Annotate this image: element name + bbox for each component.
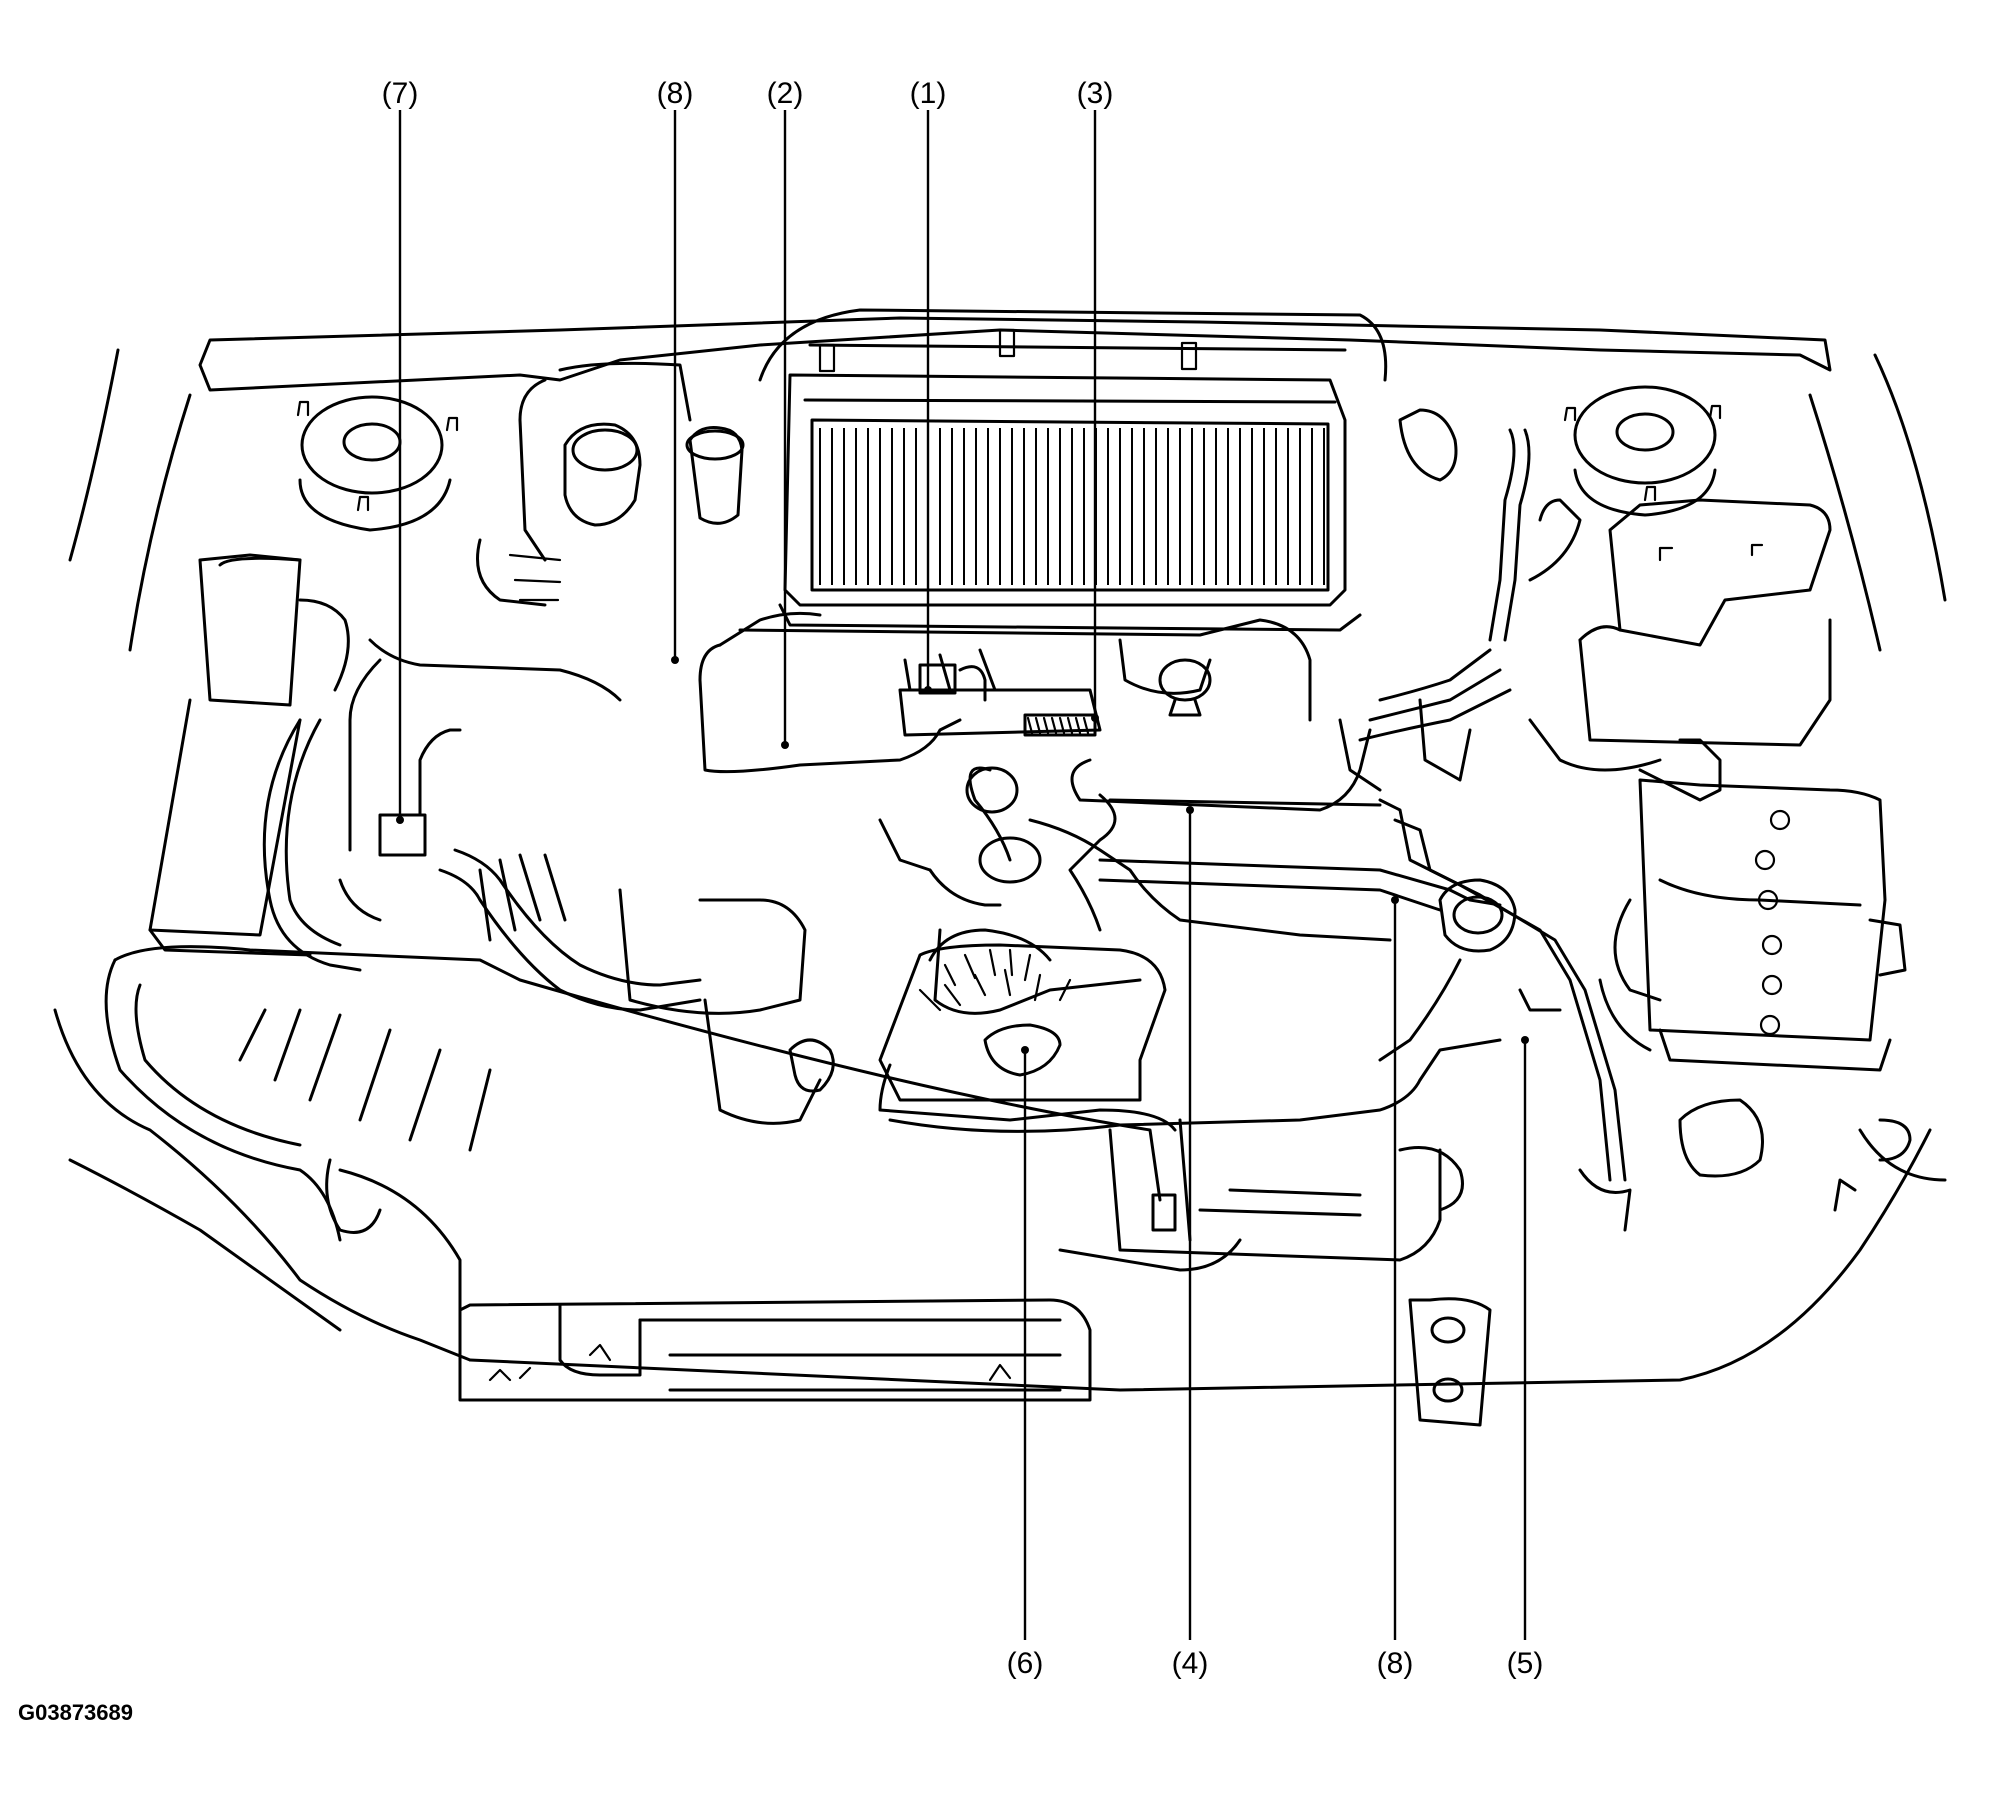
leader-dot-3 [1091,714,1099,722]
battery [1638,778,1907,1072]
leader-lines [396,110,1529,1640]
callout-3: (3) [1077,77,1114,110]
firewall [198,316,1832,392]
callout-8-top: (8) [657,77,694,110]
leader-dot-7 [396,816,404,824]
callout-7: (7) [382,77,419,110]
coolant-hose [1098,798,1632,1232]
intercooler-fins [819,428,1325,585]
figure-id: G03873689 [18,1700,133,1725]
air-filter-housing [148,553,350,957]
intercooler [758,308,1388,632]
callout-4: (4) [1172,1647,1209,1680]
radiator-cap [1378,878,1562,1062]
front-air-intake [104,945,1162,1322]
radiator-area [1058,1128,1464,1272]
left-strut-tower [296,395,459,532]
leader-dot-6 [1021,1046,1029,1054]
right-harness [1338,428,1582,792]
callout-labels: (7) (8) (2) (1) (3) (6) (4) (8) (5) [382,77,1544,1680]
leader-dot-5 [1521,1036,1529,1044]
callout-8-bottom: (8) [1377,1647,1414,1680]
callout-6: (6) [1007,1647,1044,1680]
engine-center [698,611,1312,774]
battery-caps [1754,809,1791,1036]
leader-dot-2 [781,741,789,749]
leader-dot-8b [1391,896,1399,904]
right-strut-tower [1563,385,1722,517]
fuse-box [1578,498,1832,747]
leader-dot-1 [924,686,932,694]
front-crossmember [458,1297,1492,1427]
engine-manifold [878,728,1392,1015]
callout-2: (2) [767,77,804,110]
callout-5: (5) [1507,1647,1544,1680]
battery-cable [1528,718,1722,1052]
leader-dot-8a [671,656,679,664]
lower-middle [703,998,1912,1242]
alternator-area [878,943,1177,1132]
intake-duct [262,638,807,1015]
leader-dot-4 [1186,806,1194,814]
callout-1: (1) [910,77,947,110]
left-top-components [476,361,1458,607]
body-outline [53,348,1947,1392]
